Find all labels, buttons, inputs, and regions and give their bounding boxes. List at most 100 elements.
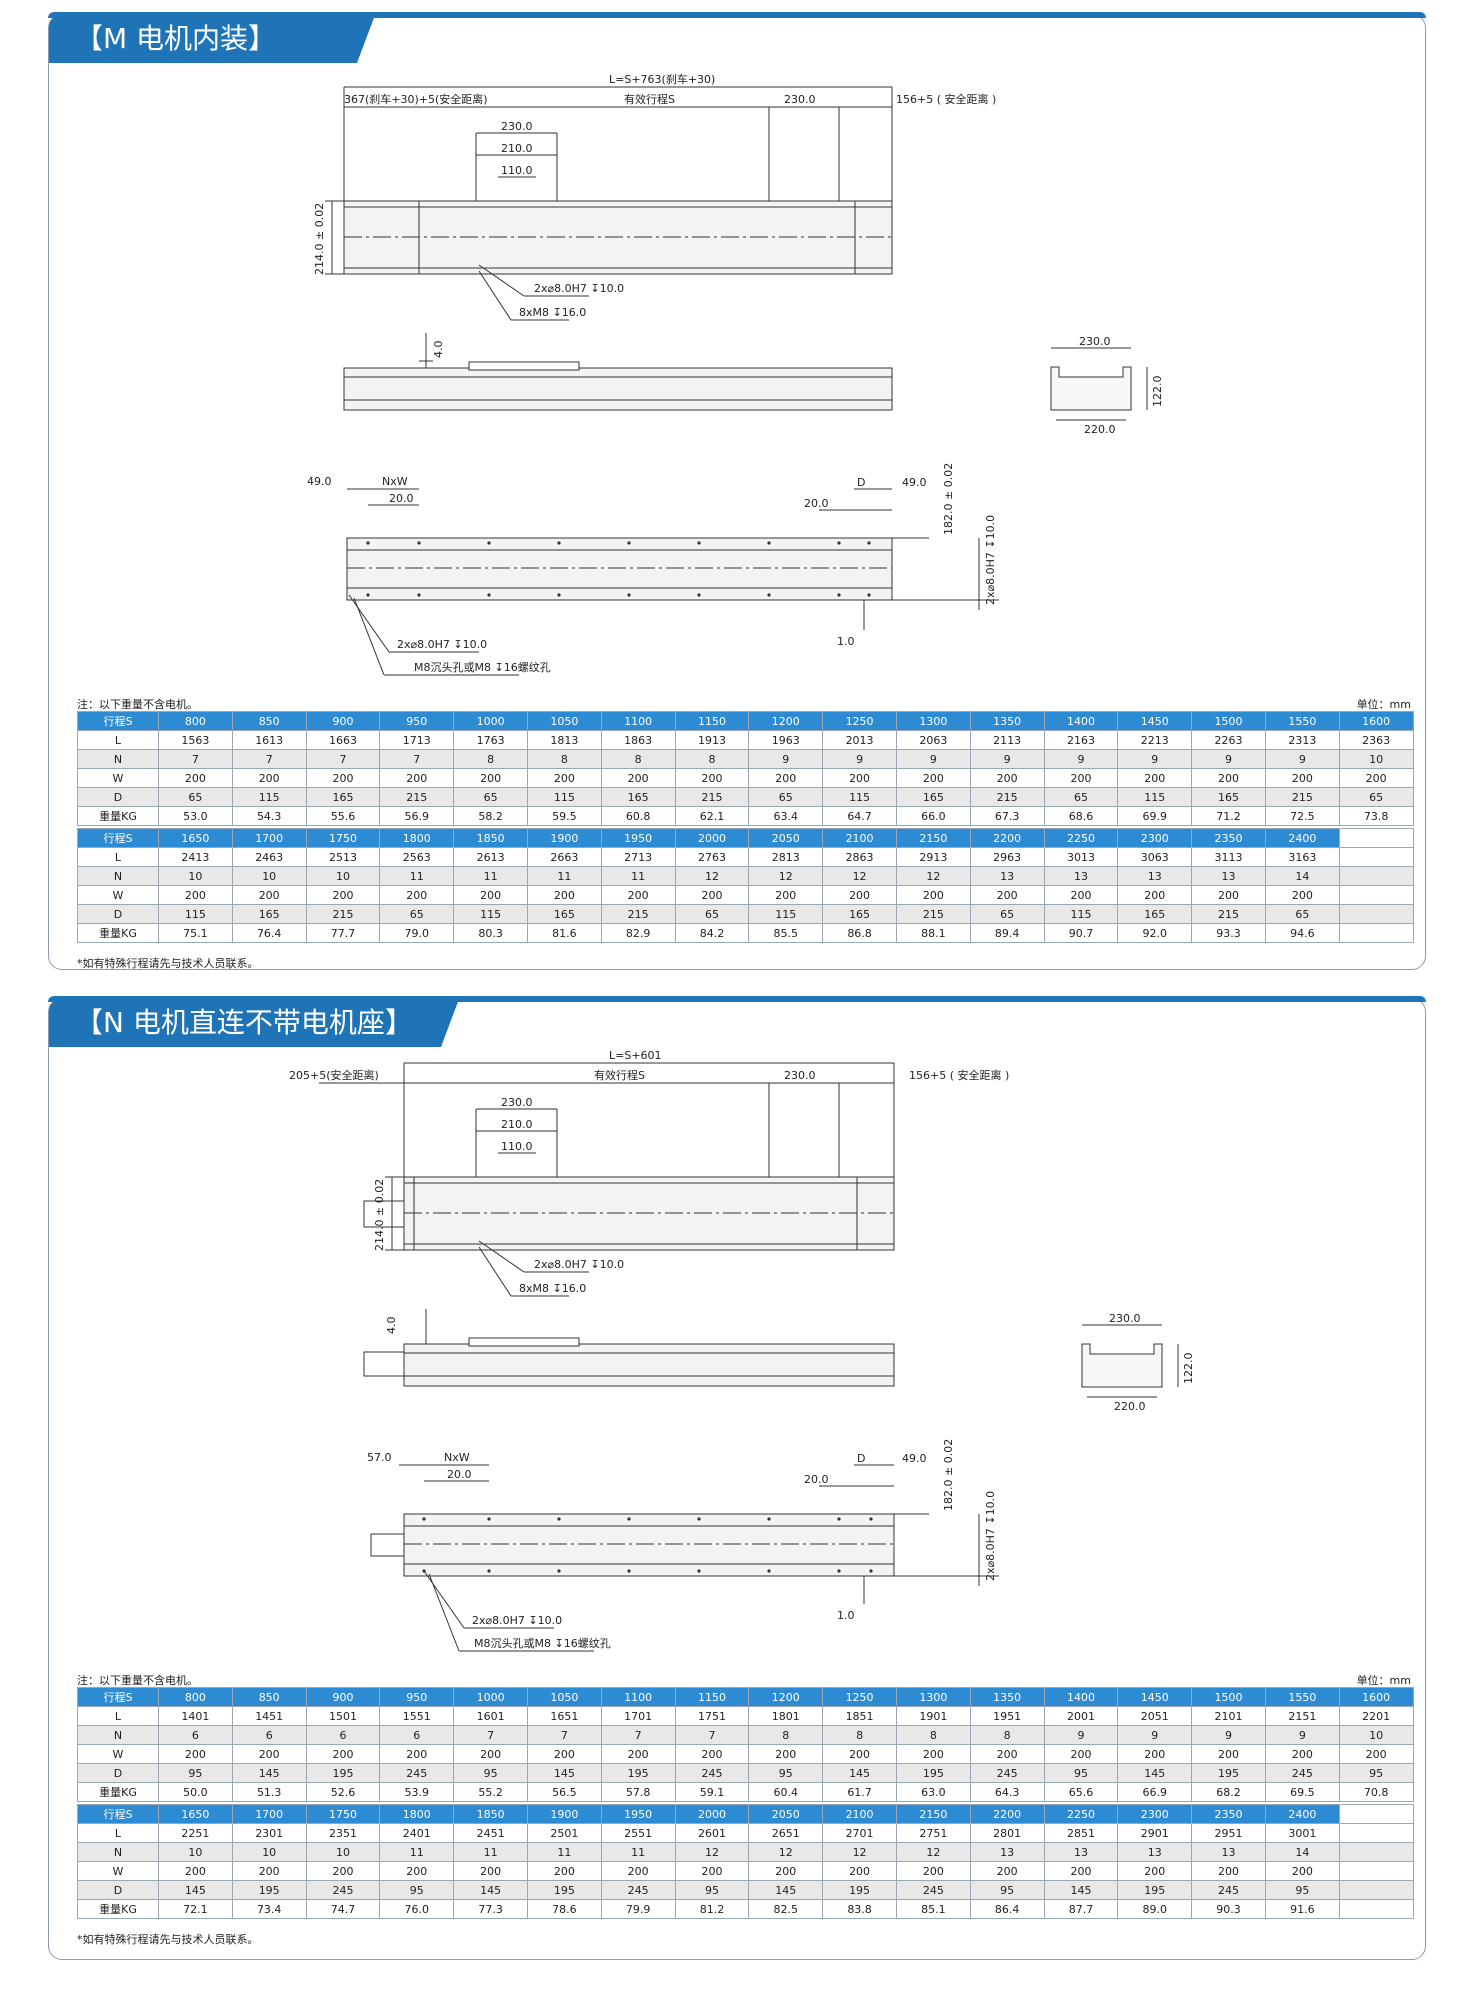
table-cell: 200: [1264, 1861, 1340, 1881]
table-cell: 200: [231, 1861, 307, 1881]
table-cell: 1650: [158, 828, 233, 848]
table-cell: 1550: [1264, 711, 1340, 731]
table-cell: 1401: [158, 1706, 233, 1726]
table-cell: 69.9: [1117, 806, 1193, 826]
table-cell: 1901: [895, 1706, 971, 1726]
table-cell: 2963: [969, 847, 1045, 867]
table-cell: 115: [822, 787, 897, 807]
table-cell: 65: [453, 787, 528, 807]
table-cell: 2201: [1338, 1706, 1414, 1726]
table-cell: 200: [1117, 885, 1193, 905]
table-cell: 115: [453, 904, 528, 924]
table-cell: 82.5: [748, 1899, 824, 1919]
table-cell: 2613: [453, 847, 528, 867]
table-cell: 2763: [674, 847, 750, 867]
table-cell: 11: [526, 866, 602, 886]
table-cell: 1450: [1117, 1687, 1193, 1707]
dim-1: 1.0: [837, 635, 855, 648]
table-cell: 56.9: [379, 806, 455, 826]
table-cell: 2563: [379, 847, 455, 867]
table-cell: 200: [822, 1861, 897, 1881]
table-cell: 77.7: [305, 923, 381, 943]
table-cell: 200: [1117, 1744, 1193, 1764]
dim-49-right: 49.0: [902, 476, 927, 489]
table-cell: 2701: [822, 1823, 897, 1843]
dim-4: 4.0: [432, 341, 445, 359]
table-cell: 200: [305, 1861, 381, 1881]
table-cell: 1913: [674, 730, 750, 750]
table-cell: 165: [822, 904, 897, 924]
table-cell: 66.9: [1117, 1782, 1193, 1802]
table-cell: 92.0: [1117, 923, 1193, 943]
table-cell: 7: [526, 1725, 602, 1745]
table-cell: 2300: [1117, 1804, 1193, 1824]
table-cell: 2913: [895, 847, 971, 867]
row-label: D: [77, 1763, 159, 1783]
dim-4: 4.0: [385, 1317, 398, 1335]
table-cell: 10: [305, 1842, 381, 1862]
table-cell: 1800: [379, 1804, 455, 1824]
table-cell: 165: [600, 787, 676, 807]
table-cell: 7: [600, 1725, 676, 1745]
bottom-holes: [366, 541, 871, 597]
table-cell: 200: [526, 1744, 602, 1764]
table-cell: 200: [1043, 768, 1119, 788]
table-cell: 1750: [305, 1804, 381, 1824]
dim-cs-base: 220.0: [1084, 423, 1116, 436]
table-cell: 1250: [822, 711, 897, 731]
row-label: 行程S: [77, 1687, 159, 1707]
table-cell: 57.8: [600, 1782, 676, 1802]
table-cell: 200: [748, 1744, 824, 1764]
table-cell: 950: [379, 711, 455, 731]
section-n-panel: 【N 电机直连不带电机座】: [48, 996, 1426, 1960]
table-cell: 65: [969, 904, 1045, 924]
dim-left-safe: 205+5(安全距离): [289, 1068, 379, 1082]
table-cell: 13: [1117, 1842, 1193, 1862]
table-cell: 115: [526, 787, 602, 807]
table-cell: 2413: [158, 847, 233, 867]
table-cell: 200: [453, 1744, 528, 1764]
dim-cs-width: 230.0: [1079, 335, 1111, 348]
dim-20-left: 20.0: [389, 492, 414, 505]
table-cell: 2751: [895, 1823, 971, 1843]
table-cell: 60.8: [600, 806, 676, 826]
table-cell: 200: [1043, 1861, 1119, 1881]
table-cell: 10: [231, 866, 307, 886]
dim-left-safe: 367(刹车+30)+5(安全距离): [344, 92, 488, 106]
table-cell: 1650: [158, 1804, 233, 1824]
dim-pin-vertical: 2x⌀8.0H7 ↧10.0: [984, 1491, 997, 1581]
table-cell: 2150: [895, 1804, 971, 1824]
table-cell: 200: [969, 1861, 1045, 1881]
table-cell: 2313: [1264, 730, 1340, 750]
table-cell: 200: [379, 885, 455, 905]
table-cell: 2951: [1191, 1823, 1266, 1843]
table-cell: 95: [1338, 1763, 1414, 1783]
table-cell: 145: [748, 1880, 824, 1900]
table-cell: 200: [748, 1861, 824, 1881]
table-cell: 2851: [1043, 1823, 1119, 1843]
section-title: 【M 电机内装】: [49, 15, 375, 63]
table-cell: 94.6: [1264, 923, 1340, 943]
table-cell: 1700: [231, 1804, 307, 1824]
table-cell: 195: [822, 1880, 897, 1900]
row-label: L: [77, 730, 159, 750]
table-cell: 2250: [1043, 1804, 1119, 1824]
table-cell: 800: [158, 711, 233, 731]
table-cell: 13: [1043, 866, 1119, 886]
dim-d: D: [857, 1452, 865, 1465]
table-cell: 10: [158, 866, 233, 886]
table-cell: 215: [674, 787, 750, 807]
table-cell: 8: [895, 1725, 971, 1745]
table-cell: 165: [231, 904, 307, 924]
table-cell: 1100: [600, 1687, 676, 1707]
table-cell: 86.8: [822, 923, 897, 943]
row-label: W: [77, 1744, 159, 1764]
table-cell: 1700: [231, 828, 307, 848]
row-label: D: [77, 787, 159, 807]
dim-210: 210.0: [501, 1118, 533, 1131]
table-cell: 11: [453, 866, 528, 886]
table-cell: 1963: [748, 730, 824, 750]
table-cell: 2713: [600, 847, 676, 867]
